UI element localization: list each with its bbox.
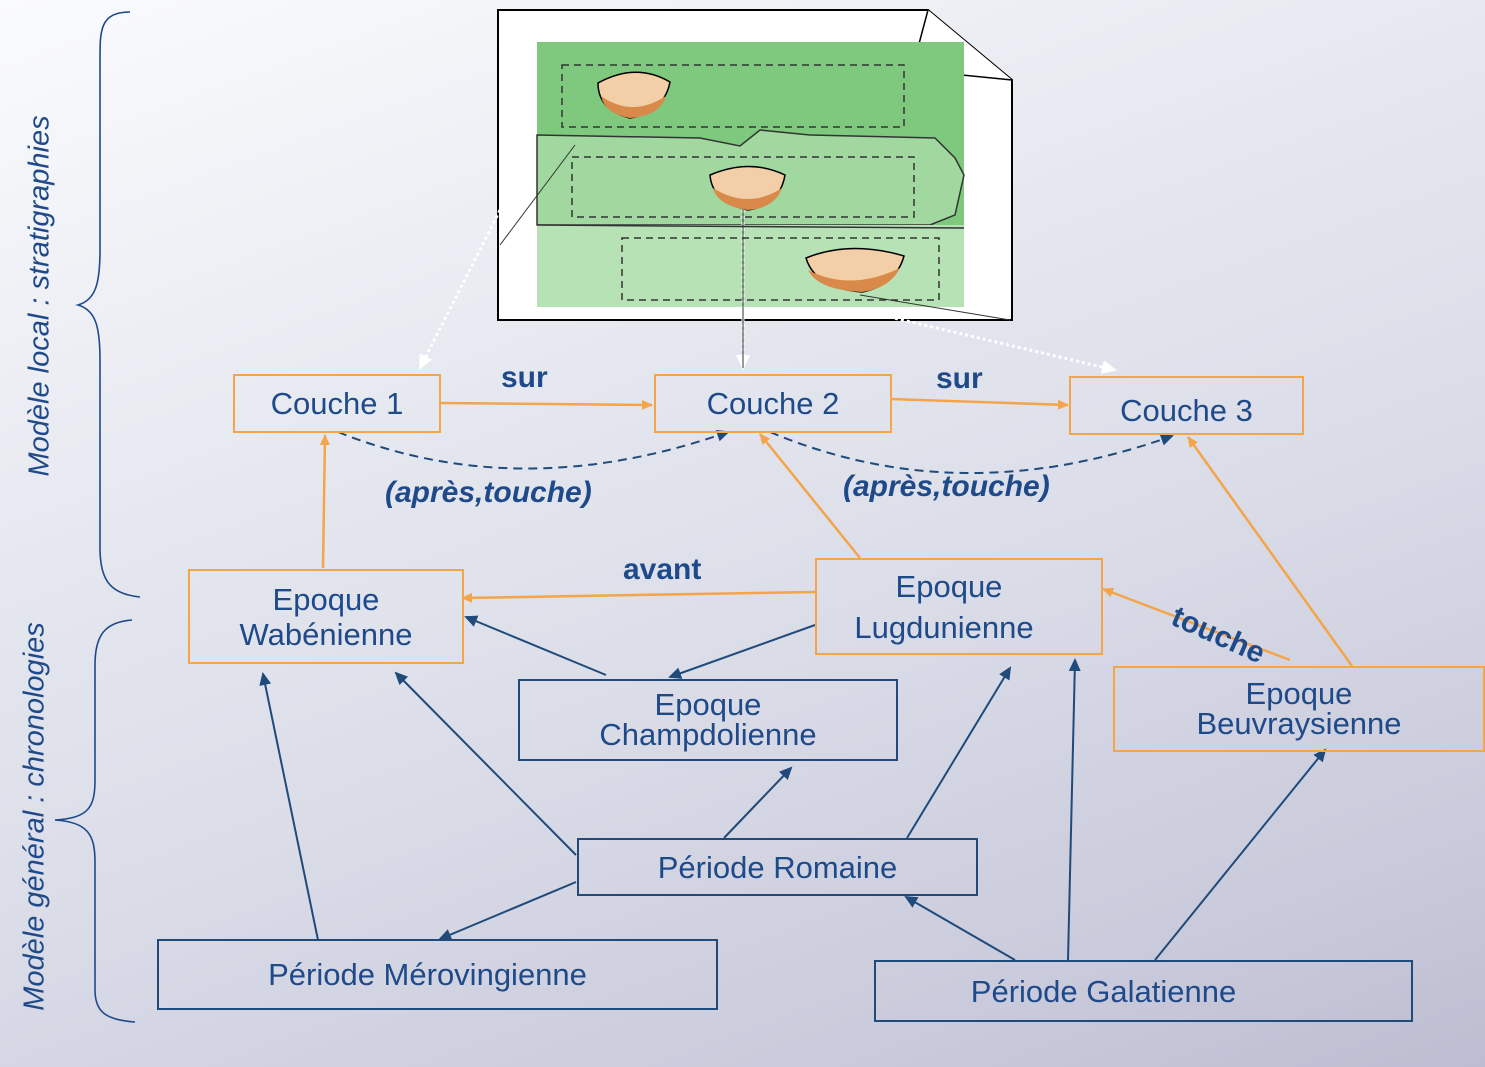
- relation-label-avant: avant: [623, 553, 702, 586]
- node-couche-1: Couche 1: [233, 374, 441, 433]
- relation-label-apres-touche-1: (après,touche): [385, 476, 592, 509]
- node-couche-3-label: Couche 3: [1120, 393, 1253, 428]
- arrow-couche2-couche3: [889, 397, 1069, 410]
- node-epoque-beuvraysienne-line2: Beuvraysienne: [1196, 706, 1402, 741]
- node-periode-galatienne: Période Galatienne: [874, 960, 1413, 1022]
- arrow-couche1-couche2: [440, 399, 653, 410]
- node-periode-galatienne-label: Période Galatienne: [970, 973, 1237, 1009]
- node-epoque-lugdunienne: Epoque Lugdunienne: [815, 558, 1103, 655]
- side-label-general: Modèle général : chronologies: [18, 622, 51, 1011]
- node-couche-2-label: Couche 2: [706, 386, 840, 421]
- stratigraphy-image: [497, 9, 1013, 321]
- dashed-couche2-couche3: [769, 431, 1174, 475]
- node-epoque-wabenienne-line2: Wabénienne: [239, 616, 413, 652]
- brace-general: [54, 619, 136, 1023]
- relation-label-sur-1: sur: [501, 361, 548, 394]
- node-epoque-beuvraysienne-line1: Epoque: [1245, 676, 1353, 711]
- node-epoque-lugdunienne-line1: Epoque: [895, 568, 1003, 604]
- node-periode-merovingienne: Période Mérovingienne: [157, 939, 718, 1010]
- arrow-beuvraysienne-couche3: [1186, 436, 1354, 667]
- chronology-arrows: [259, 615, 1327, 961]
- node-periode-merovingienne-label: Période Mérovingienne: [268, 957, 587, 992]
- side-label-local: Modèle local : stratigraphies: [23, 115, 56, 477]
- node-epoque-beuvraysienne: Epoque Beuvraysienne: [1113, 666, 1485, 752]
- node-couche-3: Couche 3: [1069, 376, 1304, 435]
- node-epoque-champdolienne-line2: Champdolienne: [599, 717, 817, 752]
- arrow-beuvraysienne-lugdunienne: [1102, 587, 1291, 662]
- dashed-couche1-couche2: [337, 429, 730, 470]
- brace-local: [75, 11, 141, 598]
- node-periode-romaine-label: Période Romaine: [657, 849, 898, 885]
- node-epoque-champdolienne-line1: Epoque: [654, 687, 762, 722]
- node-epoque-wabenienne-line1: Epoque: [272, 581, 380, 617]
- arrow-lugdunienne-couche2: [759, 433, 861, 559]
- arrow-wabenienne-couche1: [319, 434, 330, 569]
- node-couche-2: Couche 2: [654, 374, 892, 433]
- relation-label-sur-2: sur: [936, 362, 983, 395]
- arrow-lugdunienne-wabenienne: [461, 590, 816, 603]
- node-epoque-wabenienne: Epoque Wabénienne: [188, 569, 464, 664]
- node-periode-romaine: Période Romaine: [577, 838, 978, 896]
- relation-label-apres-touche-2: (après,touche): [843, 470, 1050, 503]
- node-epoque-lugdunienne-line2: Lugdunienne: [854, 609, 1034, 645]
- node-couche-1-label: Couche 1: [270, 386, 404, 421]
- node-epoque-champdolienne: Epoque Champdolienne: [518, 679, 898, 761]
